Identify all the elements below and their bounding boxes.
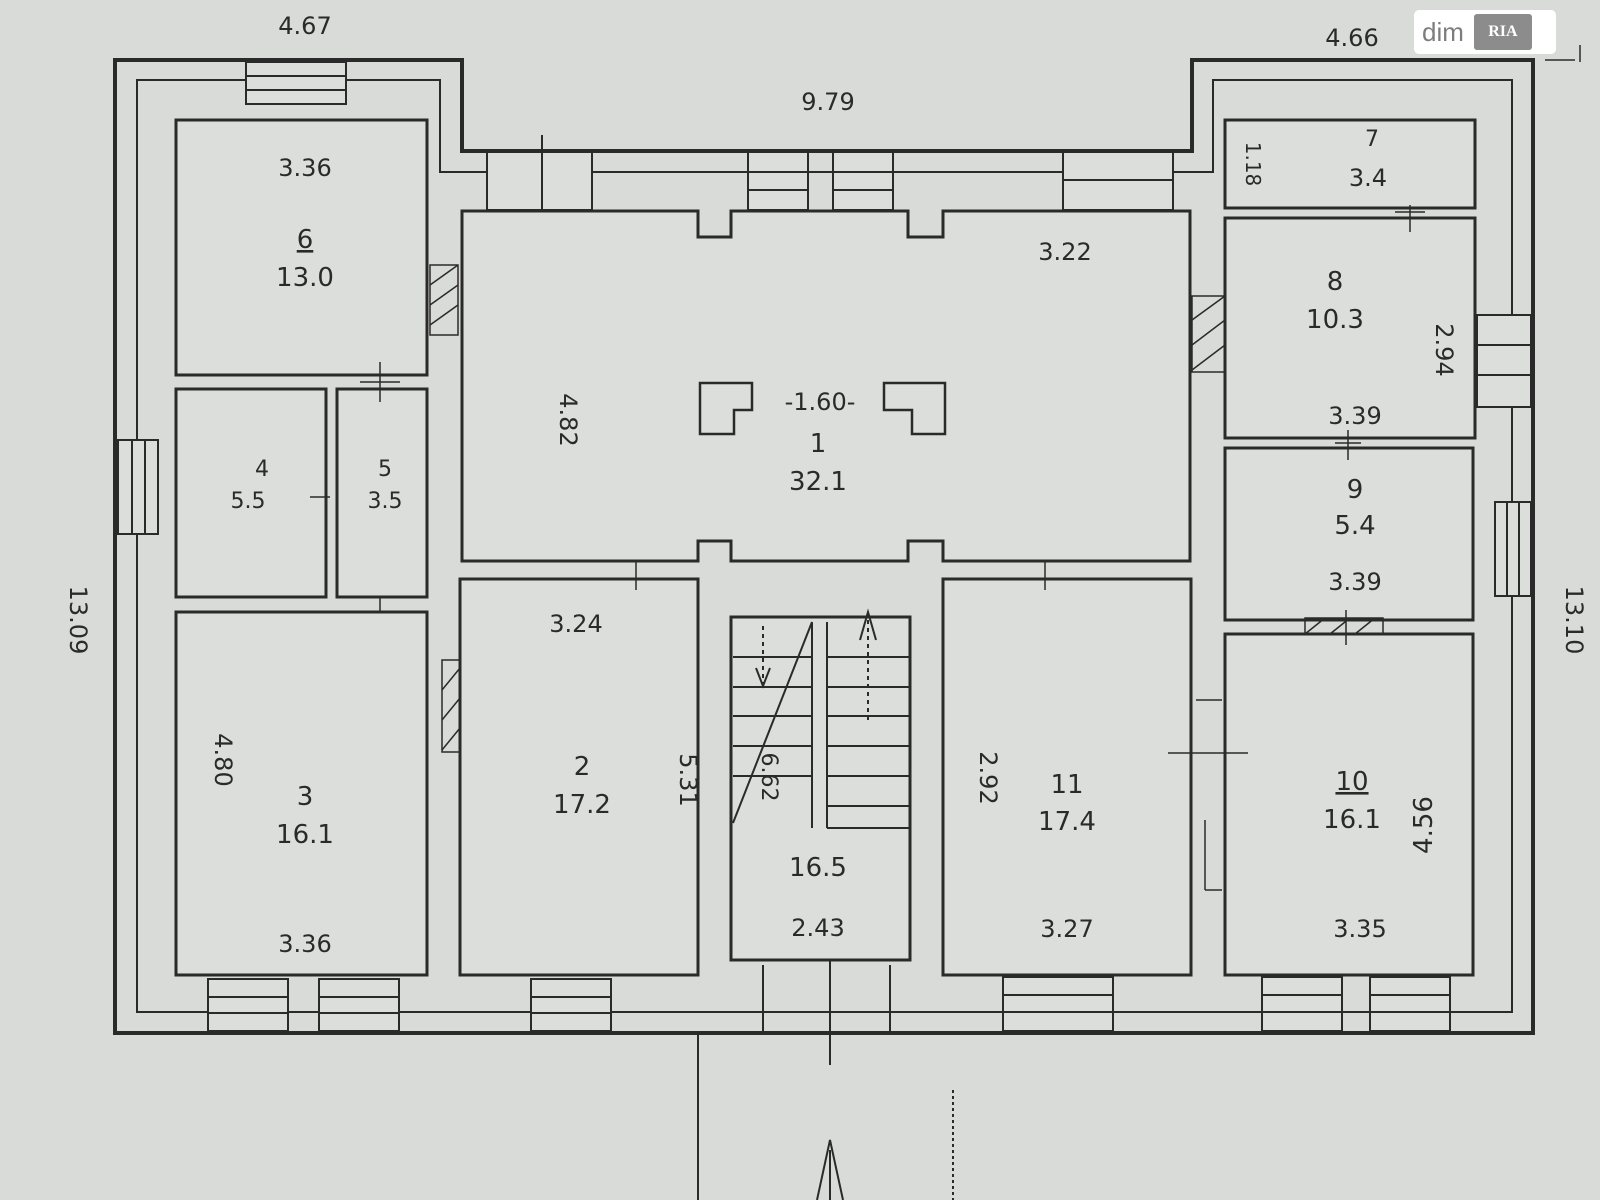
edge-ticks [1545, 45, 1581, 62]
room-1-dim-b: 3.22 [1038, 238, 1091, 266]
room-6-outline [174, 118, 429, 377]
room-4-outline [174, 387, 328, 599]
room-5-outline [335, 387, 429, 599]
watermark-text: dim [1422, 16, 1464, 47]
room-4-number: 4 [255, 457, 269, 482]
dim-left-side: 13.09 [64, 586, 92, 655]
room-11-dim-a: 3.27 [1040, 915, 1093, 943]
room-5-number: 5 [378, 457, 392, 482]
room-11-number: 11 [1050, 770, 1083, 800]
room-7-dim-b: 1.18 [1241, 142, 1265, 187]
room-10-outline [1223, 632, 1475, 977]
room-3-dim-a: 3.36 [278, 930, 331, 958]
dim-top-left: 4.67 [278, 12, 331, 40]
room-6-area: 13.0 [276, 263, 334, 293]
room-2-outline [458, 577, 700, 977]
room-2-number: 2 [574, 752, 591, 782]
room-8-dim-b: 2.94 [1430, 323, 1458, 376]
room-2-dim-a: 3.24 [549, 610, 602, 638]
room-3-number: 3 [297, 782, 314, 812]
outer-dimension-labels: 4.67 9.79 4.66 13.09 13.10 [64, 12, 1588, 654]
room-1-dim-c: 4.82 [554, 393, 582, 446]
room-9-area: 5.4 [1334, 511, 1375, 541]
dim-top-center: 9.79 [801, 88, 854, 116]
room-7-area: 3.4 [1349, 164, 1387, 192]
room-outlines [174, 118, 1477, 977]
room-8-number: 8 [1327, 267, 1344, 297]
room-1-area: 32.1 [789, 467, 847, 497]
room-5-area: 3.5 [368, 489, 403, 514]
room-7-number: 7 [1365, 127, 1379, 152]
room-9-dim-a: 3.39 [1328, 568, 1381, 596]
room-10-dim-b: 4.56 [1409, 796, 1439, 854]
room-11-area: 17.4 [1038, 807, 1096, 837]
room-3-area: 16.1 [276, 820, 334, 850]
room-6-dim-a: 3.36 [278, 154, 331, 182]
room-11-dim-b: 2.92 [974, 751, 1002, 804]
chimney-blocks [698, 381, 947, 436]
stair-area: 16.5 [789, 853, 847, 883]
room-8-area: 10.3 [1306, 305, 1364, 335]
dim-right-side: 13.10 [1560, 586, 1588, 655]
room-1-number: 1 [810, 429, 827, 459]
staircase [732, 608, 910, 961]
room-4-area: 5.5 [231, 489, 266, 514]
room-10-area: 16.1 [1323, 805, 1381, 835]
hatched-walls [429, 264, 1384, 753]
room-3-outline [174, 610, 429, 977]
room-6-number: 6 [297, 225, 314, 255]
room-2-dim-b: 5.31 [674, 753, 702, 806]
room-9-number: 9 [1347, 475, 1364, 505]
room-9-outline [1223, 446, 1475, 622]
room-labels: 3.36 6 13.0 4 5.5 5 3.5 3 16.1 3.36 4.80… [209, 127, 1458, 958]
door-marks [310, 205, 1425, 891]
dim-top-right: 4.66 [1325, 24, 1378, 52]
watermark-logo: RIA [1473, 14, 1532, 50]
watermark[interactable]: dim RIA [1414, 10, 1556, 54]
stair-dim-b: 6.62 [756, 753, 781, 802]
room-2-area: 17.2 [553, 790, 611, 820]
stair-dim-a: 2.43 [791, 914, 844, 942]
room-8-dim-a: 3.39 [1328, 402, 1381, 430]
room-10-number: 10 [1335, 767, 1368, 797]
room-7-outline [1223, 118, 1477, 210]
room-11-outline [941, 577, 1193, 977]
windows [117, 61, 1532, 1032]
room-10-dim-a: 3.35 [1333, 915, 1386, 943]
room-1-dim-a: -1.60- [785, 388, 856, 416]
room-8-outline [1223, 216, 1477, 440]
entrance [697, 960, 954, 1200]
room-1-outline [460, 209, 1192, 563]
room-3-dim-b: 4.80 [209, 733, 237, 786]
